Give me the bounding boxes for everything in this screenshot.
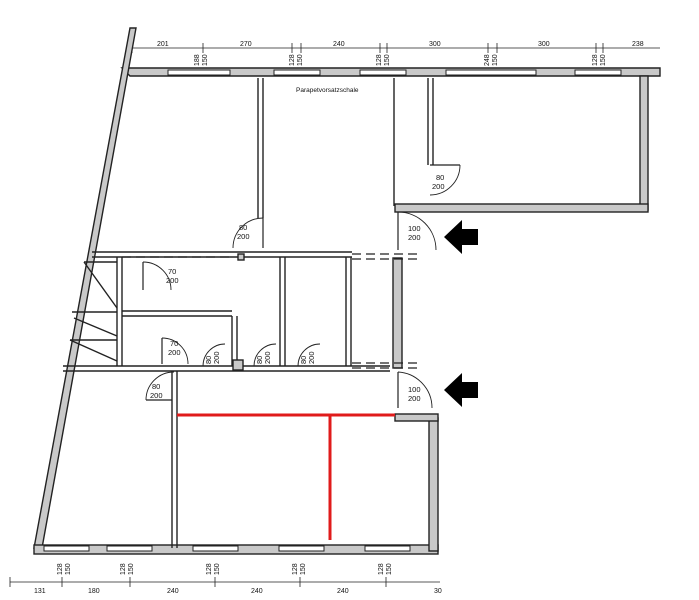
window — [364, 545, 411, 552]
top-dim-3: 240 — [333, 41, 345, 48]
svg-text:80: 80 — [204, 356, 213, 364]
top-dimension-line: 201 270 240 300 300 238 — [131, 41, 660, 53]
window — [192, 545, 239, 552]
interior-walls — [63, 78, 434, 548]
window-label: 150 — [214, 563, 221, 575]
top-window-labels: 188 150 128 150 128 150 248 150 128 150 — [194, 54, 607, 66]
svg-text:200: 200 — [307, 351, 316, 364]
svg-text:200: 200 — [408, 233, 421, 242]
dashed-lines — [122, 253, 418, 369]
window — [574, 69, 622, 76]
door: 100 200 — [397, 371, 433, 409]
window-label: 128 — [289, 54, 296, 66]
door: 80 200 — [429, 164, 461, 196]
svg-text:200: 200 — [237, 232, 250, 241]
bottom-dimension-line: 131 180 240 240 240 30 — [9, 577, 442, 595]
window-label: 128 — [206, 563, 213, 575]
window-label: 150 — [297, 54, 304, 66]
upper-right-room-bottom-wall — [394, 203, 649, 213]
column — [237, 253, 245, 261]
window-label: 150 — [386, 563, 393, 575]
window-label: 128 — [120, 563, 127, 575]
top-dim-1: 201 — [157, 41, 169, 48]
door: 100 200 — [397, 211, 437, 251]
bottom-windows — [43, 545, 411, 552]
window-label: 248 — [484, 54, 491, 66]
window — [273, 69, 321, 76]
door: 80 200 — [253, 343, 277, 367]
window-label: 188 — [194, 54, 201, 66]
corridor-right-wall — [392, 257, 403, 369]
svg-text:100: 100 — [408, 385, 421, 394]
walls — [33, 27, 661, 555]
window-label: 150 — [600, 54, 607, 66]
window-label: 150 — [128, 563, 135, 575]
entrance-arrows — [444, 220, 478, 407]
doors: 80 200 80 200 100 200 70 200 70 — [142, 164, 461, 409]
window-label: 128 — [57, 563, 64, 575]
bottom-dim-1: 131 — [34, 588, 46, 595]
door: 70 200 — [142, 261, 179, 291]
window-label: 128 — [378, 563, 385, 575]
door: 70 200 — [161, 337, 189, 365]
red-partition-lines — [177, 413, 395, 540]
door: 80 200 — [202, 343, 226, 367]
svg-text:80: 80 — [436, 173, 444, 182]
svg-text:200: 200 — [212, 351, 221, 364]
window-label: 128 — [592, 54, 599, 66]
bottom-dim-5: 240 — [337, 588, 349, 595]
door: 80 200 — [232, 217, 264, 249]
svg-text:80: 80 — [255, 356, 264, 364]
svg-text:200: 200 — [168, 348, 181, 357]
door: 80 200 — [145, 371, 175, 401]
svg-text:70: 70 — [170, 339, 178, 348]
top-dim-2: 270 — [240, 41, 252, 48]
bottom-window-labels: 128 150 128 150 128 150 128 150 128 150 — [57, 563, 393, 575]
top-windows — [167, 69, 622, 76]
top-dim-5: 300 — [538, 41, 550, 48]
window — [43, 545, 90, 552]
svg-text:200: 200 — [150, 391, 163, 400]
bottom-dim-4: 240 — [251, 588, 263, 595]
window — [167, 69, 231, 76]
column — [232, 359, 244, 371]
svg-text:80: 80 — [152, 382, 160, 391]
window — [445, 69, 537, 76]
top-dim-6: 238 — [632, 41, 644, 48]
top-dim-4: 300 — [429, 41, 441, 48]
entrance-arrow-upper — [444, 220, 478, 254]
window — [106, 545, 153, 552]
svg-text:80: 80 — [299, 356, 308, 364]
svg-text:70: 70 — [168, 267, 176, 276]
svg-text:200: 200 — [263, 351, 272, 364]
window-label: 150 — [300, 563, 307, 575]
lower-right-return-wall — [394, 413, 439, 422]
entrance-arrow-lower — [444, 373, 478, 407]
bottom-dim-6: 30 — [434, 588, 442, 595]
window-label: 150 — [65, 563, 72, 575]
bottom-dim-2: 180 — [88, 588, 100, 595]
window-label: 150 — [202, 54, 209, 66]
right-exterior-wall — [639, 75, 649, 211]
window — [278, 545, 325, 552]
window-label: 150 — [384, 54, 391, 66]
svg-text:200: 200 — [432, 182, 445, 191]
lower-right-wall — [428, 417, 439, 552]
left-exterior-wall — [33, 27, 137, 549]
window-label: 150 — [492, 54, 499, 66]
svg-text:200: 200 — [166, 276, 179, 285]
svg-text:200: 200 — [408, 394, 421, 403]
door: 80 200 — [297, 343, 321, 367]
parapet-label: Parapetvorsatzschale — [296, 87, 359, 94]
bottom-dim-3: 240 — [167, 588, 179, 595]
window-label: 128 — [376, 54, 383, 66]
window — [359, 69, 407, 76]
svg-text:100: 100 — [408, 224, 421, 233]
window-label: 128 — [292, 563, 299, 575]
svg-text:80: 80 — [239, 223, 247, 232]
